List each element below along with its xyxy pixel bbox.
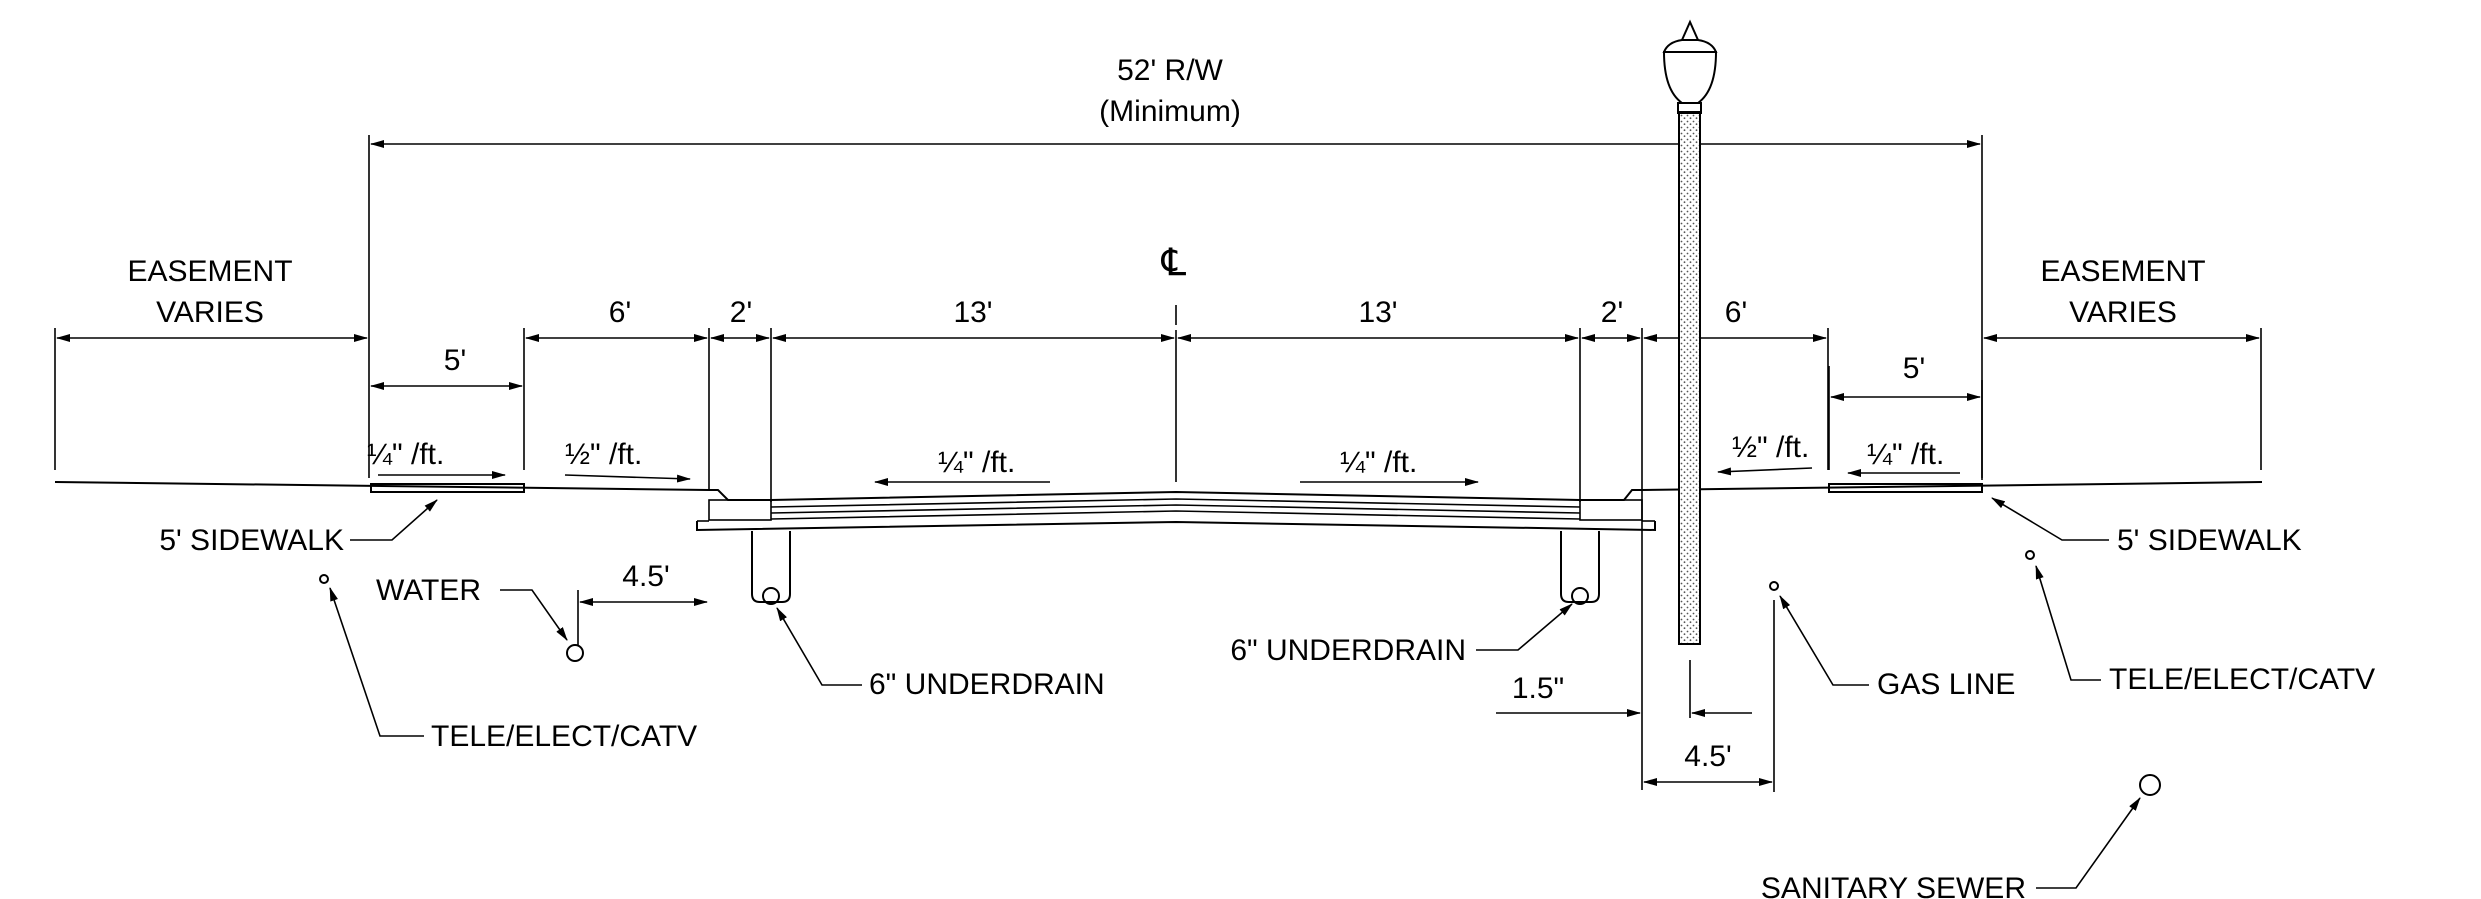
left-underdrain-callout: 6" UNDERDRAIN	[869, 668, 1105, 701]
left-underdrain-trench	[751, 531, 791, 605]
left-lane-dim: 13'	[953, 296, 992, 329]
right-easement-line2: VARIES	[2069, 296, 2177, 329]
left-sidewalk-callout: 5' SIDEWALK	[159, 524, 344, 557]
right-sidewalk-width-dim: 5'	[1903, 352, 1925, 385]
left-sidewalk-width-dim: 5'	[444, 344, 466, 377]
left-underdrain-pipe	[762, 587, 780, 605]
left-easement-line1: EASEMENT	[127, 255, 292, 288]
left-gutter-dim: 2'	[730, 296, 752, 329]
callouts: 5' SIDEWALK 5' SIDEWALK WATER TELE/ELECT…	[159, 497, 2375, 899]
right-underdrain-trench	[1560, 531, 1600, 605]
top-dimension-row: EASEMENT VARIES EASEMENT VARIES 6' 2' 13…	[56, 255, 2260, 342]
right-of-way-sublabel: (Minimum)	[1099, 95, 1241, 128]
right-lane-dim: 13'	[1358, 296, 1397, 329]
right-of-way-dimension: 52' R/W (Minimum)	[368, 54, 1983, 478]
sanitary-sewer-pipe	[2139, 774, 2161, 796]
water-callout: WATER	[376, 574, 481, 607]
right-sidewalk-slab	[1828, 483, 1983, 493]
right-lane-slope: ¼" /ft.	[1340, 446, 1417, 479]
left-utilities-callout: TELE/ELECT/CATV	[431, 720, 697, 753]
right-of-way-label: 52' R/W	[1117, 54, 1223, 87]
right-underdrain-callout: 6" UNDERDRAIN	[1230, 634, 1466, 667]
left-tele-conduit	[319, 574, 329, 584]
left-sidewalk-slab	[370, 483, 525, 493]
sidewalk-width-dimensions: 5' 5'	[370, 344, 1981, 401]
water-offset-dim: 4.5'	[622, 560, 669, 593]
right-sidewalk-callout: 5' SIDEWALK	[2117, 524, 2302, 557]
gas-callout: GAS LINE	[1877, 668, 2015, 701]
centerline: ℄	[1161, 242, 1187, 482]
right-easement-line1: EASEMENT	[2040, 255, 2205, 288]
slope-annotations: ¼" /ft. ½" /ft. ¼" /ft. ¼" /ft. ½" /ft. …	[367, 431, 1960, 486]
lamp-globe	[1662, 51, 1718, 104]
utility-dimensions: 4.5' 1.5" 4.5'	[577, 560, 1775, 792]
left-buffer-slope: ½" /ft.	[565, 438, 642, 471]
light-pole	[1678, 111, 1701, 645]
right-underdrain-pipe	[1571, 587, 1589, 605]
right-buffer-slope: ½" /ft.	[1732, 431, 1809, 464]
left-sidewalk-slope: ¼" /ft.	[367, 438, 444, 471]
lamp-finial	[1680, 19, 1700, 41]
sewer-callout: SANITARY SEWER	[1761, 872, 2026, 899]
right-sidewalk-slope: ¼" /ft.	[1867, 438, 1944, 471]
gas-pipe	[1769, 581, 1779, 591]
right-sidewalk-zone-dim: 6'	[1725, 296, 1747, 329]
centerline-symbol: ℄	[1161, 242, 1187, 284]
water-pipe	[566, 644, 584, 662]
street-light	[1662, 19, 1718, 645]
pole-offset-dim: 1.5"	[1512, 672, 1564, 705]
utility-symbols	[319, 550, 2161, 796]
left-lane-slope: ¼" /ft.	[938, 446, 1015, 479]
gas-offset-dim: 4.5'	[1684, 740, 1731, 773]
dimension-extension-lines	[54, 328, 2262, 790]
right-tele-conduit	[2025, 550, 2035, 560]
left-easement-line2: VARIES	[156, 296, 264, 329]
left-sidewalk-zone-dim: 6'	[609, 296, 631, 329]
right-utilities-callout: TELE/ELECT/CATV	[2109, 663, 2375, 696]
right-gutter-dim: 2'	[1601, 296, 1623, 329]
road-profile	[54, 481, 2263, 532]
